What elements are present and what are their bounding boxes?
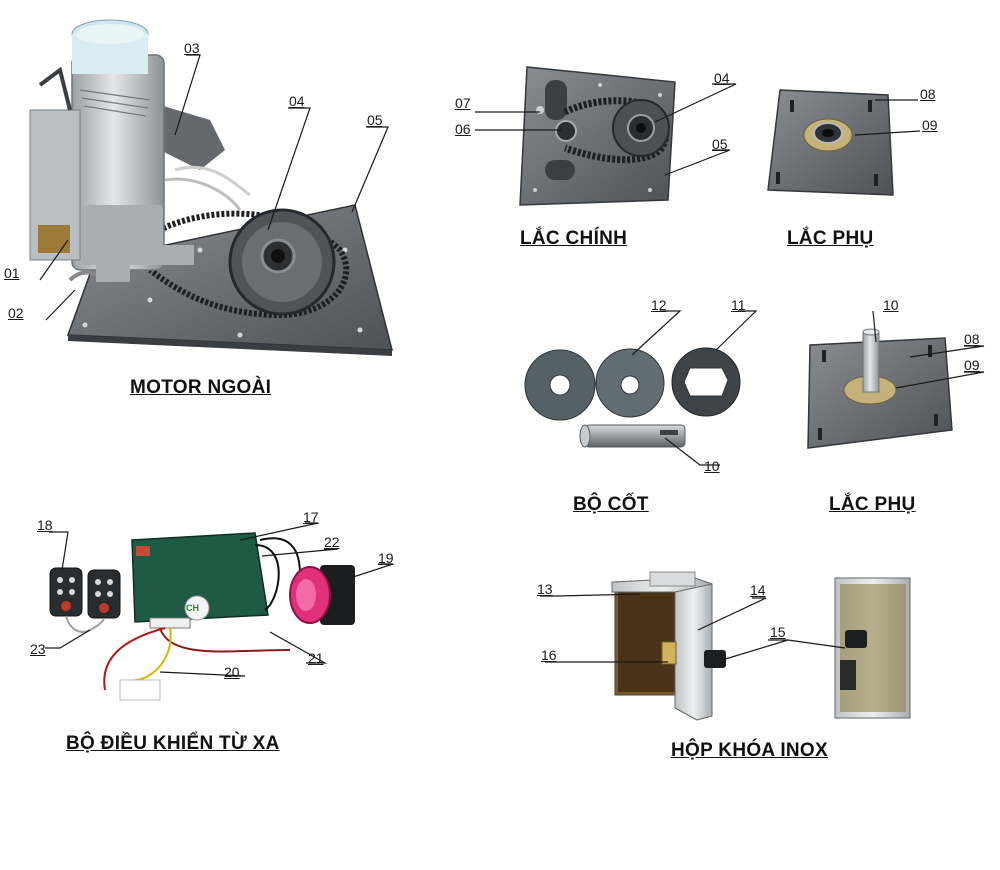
- aux-bracket-top: [767, 89, 894, 196]
- callout-remote-18: 18: [37, 517, 53, 533]
- callout-lac-chinh-06: 06: [455, 121, 471, 137]
- caption-lac-phu-mid: LẮC PHỤ: [829, 494, 916, 515]
- callout-bo-cot-10: 10: [704, 458, 720, 474]
- stainless-lockbox: [611, 571, 911, 721]
- main-bracket: [519, 66, 676, 206]
- callout-bo-cot-11: 11: [731, 297, 746, 313]
- callout-hop-khoa-13: 13: [537, 581, 553, 597]
- callout-motor-05: 05: [367, 112, 383, 128]
- callout-motor-02: 02: [8, 305, 24, 321]
- remote-kit: [49, 532, 355, 701]
- callout-bo-cot-12: 12: [651, 297, 667, 313]
- caption-motor-ngoai: MOTOR NGOÀI: [130, 377, 272, 398]
- callout-lac-phu-09: 09: [922, 117, 938, 133]
- callout-lac-phu-08: 08: [920, 86, 936, 102]
- caption-lac-phu-top: LẮC PHỤ: [787, 228, 874, 249]
- callout-remote-22: 22: [324, 534, 340, 550]
- aux-bracket-mid: [807, 328, 953, 449]
- callout-lac-phu-10: 10: [883, 297, 899, 313]
- callout-lac-phu-mid-08: 08: [964, 331, 980, 347]
- callout-hop-khoa-14: 14: [750, 582, 766, 598]
- leader-lines: [39, 54, 985, 677]
- caption-hop-khoa-inox: HỘP KHÓA INOX: [671, 740, 828, 761]
- controller-logo: CH: [186, 603, 199, 613]
- motor-chain: [148, 210, 350, 319]
- caption-bo-dieu-khien: BỘ ĐIỀU KHIỂN TỪ XA: [66, 733, 280, 754]
- callout-hop-khoa-16: 16: [541, 647, 557, 663]
- siren: [289, 565, 355, 625]
- callout-remote-20: 20: [224, 664, 240, 680]
- caption-bo-cot: BỘ CỐT: [573, 494, 649, 515]
- callout-remote-17: 17: [303, 509, 319, 525]
- remote-fobs: [49, 567, 121, 633]
- shaft: [584, 424, 686, 448]
- callout-lac-chinh-04: 04: [714, 70, 730, 86]
- callout-motor-04: 04: [289, 93, 305, 109]
- aux-shaft: [862, 331, 880, 393]
- callout-remote-19: 19: [378, 550, 394, 566]
- caption-lac-chinh: LẮC CHÍNH: [520, 228, 628, 249]
- callout-hop-khoa-15: 15: [770, 624, 786, 640]
- callout-lac-chinh-05: 05: [712, 136, 728, 152]
- callout-motor-01: 01: [4, 265, 20, 281]
- callout-remote-21: 21: [308, 650, 324, 666]
- shaft-set: [524, 347, 741, 448]
- callout-lac-chinh-07: 07: [455, 95, 471, 111]
- motor-assembly: [29, 19, 393, 356]
- callout-lac-phu-mid-09: 09: [964, 357, 980, 373]
- callout-remote-23: 23: [30, 641, 46, 657]
- callout-motor-03: 03: [184, 40, 200, 56]
- controller-box: [131, 532, 269, 623]
